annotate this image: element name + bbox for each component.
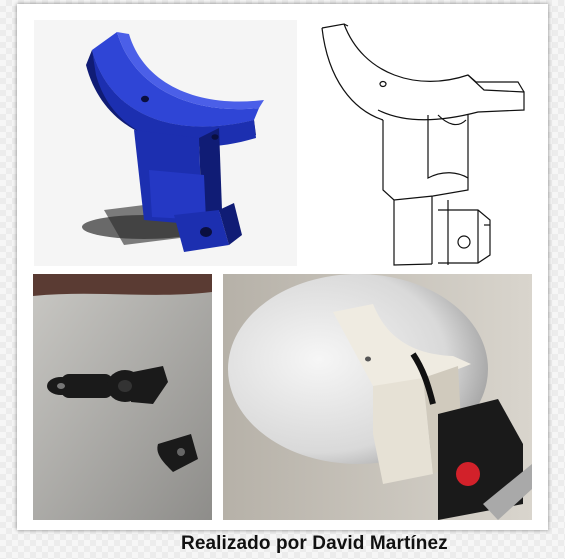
broken-part-photo [33, 274, 212, 520]
collage-frame [17, 4, 548, 530]
line-drawing-panel [308, 20, 534, 268]
blue-part-render [34, 20, 297, 266]
mounted-part-photo [223, 274, 532, 520]
render-3d-blue-panel [34, 20, 297, 266]
photo-broken-part-panel [33, 274, 212, 520]
author-credit: Realizado por David Martínez [181, 533, 448, 554]
photo-mounted-part-panel [223, 274, 532, 520]
part-line-drawing [308, 20, 534, 268]
